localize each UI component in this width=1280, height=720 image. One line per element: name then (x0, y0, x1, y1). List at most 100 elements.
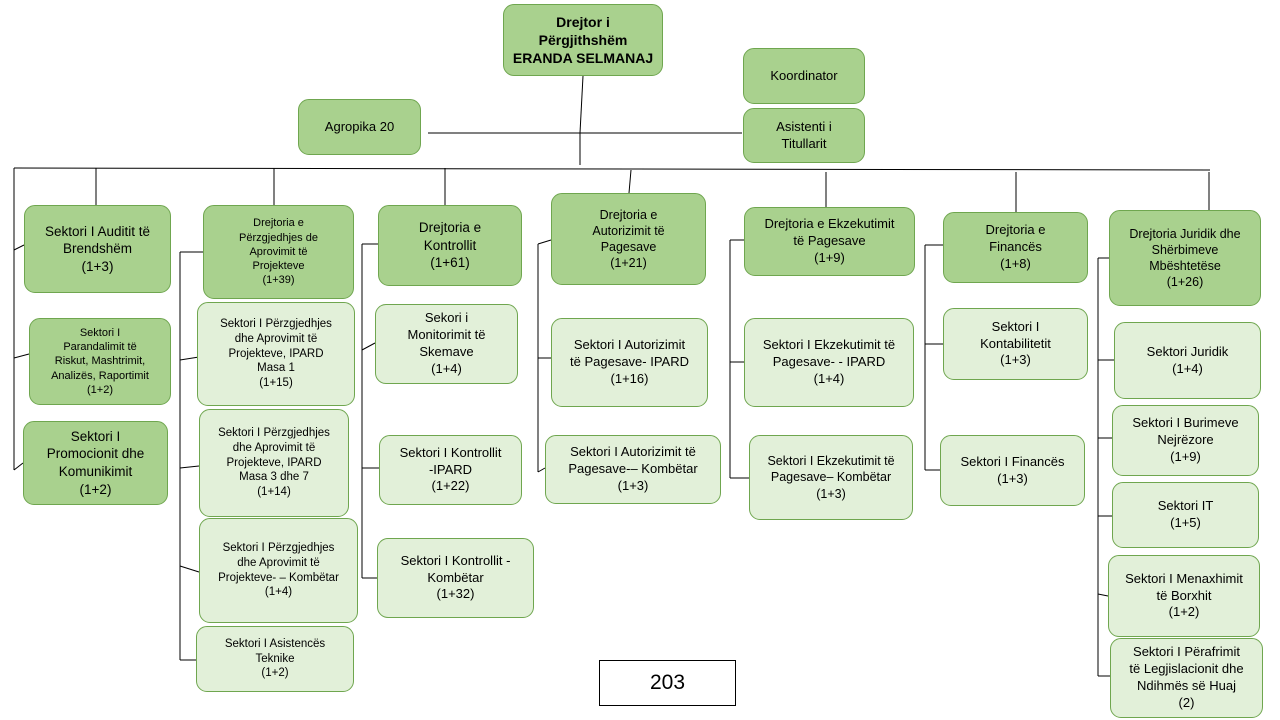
unit-name-line: Kontrollit (423, 237, 477, 253)
unit-name-line: Sektori I Autorizimit të (570, 444, 696, 460)
staff-count: (1+8) (1000, 255, 1031, 271)
unit-name-line: të Legjislacionit dhe (1129, 661, 1244, 677)
unit-name-line: Sektori Juridik (1146, 343, 1229, 359)
unit-name-line: Sektori I Përzgjedhjes (222, 541, 335, 554)
staff-count: (1+3) (997, 470, 1028, 486)
staff-count: (1+16) (610, 370, 649, 386)
unit-name-line: Sektori I Burimeve (1132, 415, 1239, 431)
staff-count: (2) (1178, 694, 1195, 710)
unit-name-line: të Pagesave- IPARD (570, 354, 689, 370)
unit-name-line: Sektori I Ekzekutimit të (767, 454, 895, 469)
total-staff-box: 203 (599, 660, 736, 706)
unit-name-line: dhe Aprovimit të (234, 332, 318, 345)
sector-kontrolli-3: Sektori I Kontrollit -Kombëtar(1+32) (377, 538, 534, 618)
unit-name-line: Sektori I (70, 428, 121, 444)
staff-count: (1+3) (816, 486, 846, 501)
unit-name-line: Sektori I Kontrollit (399, 444, 502, 460)
staff-count: (1+4) (813, 370, 845, 386)
unit-name-line: Drejtoria Juridik dhe (1129, 226, 1241, 241)
unit-name-line: Shërbimeve (1151, 242, 1219, 257)
unit-name-line: -IPARD (428, 461, 473, 477)
staff-count: (1+2) (87, 383, 113, 396)
unit-name-line: Sektori I (991, 318, 1040, 334)
staff-count: (1+4) (264, 586, 293, 599)
unit-name-line: Sektori I Ekzekutimit të (762, 337, 896, 353)
director-title: Përgjithshëm (538, 31, 628, 48)
koordinator-label: Koordinator (770, 67, 838, 83)
unit-name-line: dhe Aprovimit të (232, 441, 316, 454)
staff-count: (1+4) (431, 360, 462, 376)
unit-name-line: Sektori I Përzgjedhjes (220, 317, 332, 330)
unit-name-line: Projekteve, IPARD (228, 347, 324, 360)
director-title: Drejtor i (556, 13, 610, 30)
unit-name-line: Sektori I Përafrimit (1133, 644, 1240, 660)
unit-name-line: Monitorimit të (407, 327, 486, 343)
unit-name-line: Kombëtar (427, 569, 484, 585)
unit-name-line: Aprovimit të (249, 245, 308, 258)
unit-name-line: Masa 1 (257, 362, 295, 375)
staff-count: (1+2) (1168, 604, 1200, 620)
staff-count: (1+21) (610, 256, 647, 271)
unit-name-line: Skemave (419, 344, 474, 359)
unit-name-line: Sektori I Auditit të (44, 223, 151, 239)
unit-name-line: Sektori I Autorizimit (573, 337, 686, 353)
staff-count: (1+26) (1166, 275, 1204, 290)
total-staff-value: 203 (649, 671, 686, 694)
staff-count: (1+22) (431, 478, 470, 494)
unit-name-line: Drejtoria e (985, 222, 1046, 238)
unit-name-line: Parandalimit të (63, 341, 137, 354)
unit-name-line: Masa 3 dhe 7 (239, 471, 309, 484)
agropika-box: Agropika 20 (298, 99, 421, 155)
director-name: ERANDA SELMANAJ (512, 50, 654, 67)
unit-name-line: të Borxhit (1156, 587, 1212, 603)
unit-name-line: Teknike (255, 652, 295, 665)
staff-count: (1+9) (1170, 448, 1201, 464)
staff-count: (1+3) (81, 258, 114, 274)
unit-name-line: Sektori I Kontrollit - (400, 552, 511, 568)
asistenti-box: Asistenti i Titullarit (743, 108, 865, 163)
asistenti-label: Titullarit (781, 135, 827, 151)
unit-name-line: Pagesave- - IPARD (772, 354, 886, 370)
staff-count: (1+61) (430, 255, 470, 271)
sector-juridik-3: Sektori IT(1+5) (1112, 482, 1259, 548)
staff-count: (1+4) (1172, 360, 1203, 376)
unit-name-line: Analizës, Raportimit (51, 369, 149, 382)
unit-name-line: Kontabilitetit (980, 335, 1051, 351)
director-box: Drejtor i Përgjithshëm ERANDA SELMANAJ (503, 4, 663, 76)
koordinator-box: Koordinator (743, 48, 865, 104)
unit-name-line: Drejtoria e (418, 220, 482, 236)
unit-name-line: Sektori I Përzgjedhjes (218, 426, 330, 439)
staff-count: (1+5) (1170, 515, 1201, 530)
unit-name-line: Pagesave-– Kombëtar (568, 461, 698, 477)
unit-name-line: Promocionit dhe (46, 446, 145, 462)
unit-name-line: Drejtoria e Ekzekutimit (764, 216, 895, 232)
unit-name-line: Përzgjedhjes de (239, 231, 318, 244)
unit-name-line: Drejtoria e (599, 207, 658, 222)
staff-count: (1+9) (814, 249, 845, 265)
unit-name-line: Sektori I Menaxhimit (1125, 570, 1243, 586)
asistenti-label: Asistenti i (776, 118, 832, 134)
staff-count: (1+3) (617, 477, 649, 493)
unit-name-line: Financës (989, 239, 1042, 255)
unit-name-line: të Pagesave (793, 233, 866, 249)
unit-name-line: Mbështetëse (1149, 259, 1221, 273)
